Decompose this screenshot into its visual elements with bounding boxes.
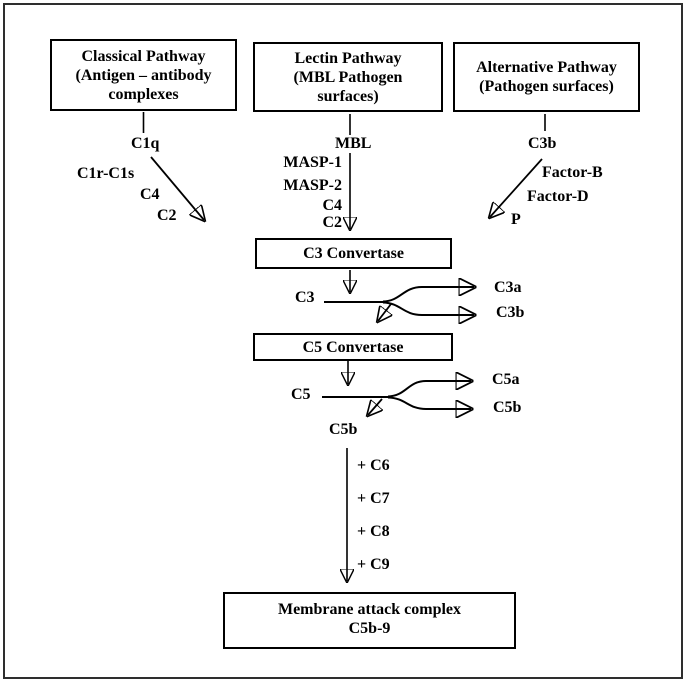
classical-pathway-title: Classical Pathway [81, 47, 206, 65]
label-factor-d: Factor-D [527, 188, 589, 205]
alternative-pathway-subtitle: (Pathogen surfaces) [479, 78, 614, 95]
label-c3b-product: C3b [496, 304, 525, 321]
c5-convertase-box: C5 Convertase [253, 333, 453, 361]
label-c5a: C5a [492, 371, 520, 388]
lectin-pathway-subtitle-2: surfaces) [317, 87, 379, 105]
c5-convertase-label: C5 Convertase [302, 338, 404, 356]
label-c5: C5 [291, 386, 311, 403]
label-masp-2: MASP-2 [283, 177, 342, 194]
label-alt-c3b: C3b [528, 135, 557, 152]
c3-convertase-box: C3 Convertase [255, 238, 452, 269]
lectin-pathway-title: Lectin Pathway [294, 49, 402, 67]
label-c5b-product: C5b [493, 399, 522, 416]
classical-pathway-subtitle-1: (Antigen – antibody [75, 66, 212, 84]
label-mbl: MBL [333, 135, 374, 153]
label-lectin-c4: C4 [322, 197, 342, 214]
label-classical-c4: C4 [140, 186, 160, 203]
alternative-pathway-box: Alternative Pathway (Pathogen surfaces) [453, 42, 640, 112]
label-plus-c8: + C8 [357, 523, 390, 540]
label-properdin: P [511, 211, 521, 228]
label-c3a: C3a [494, 279, 522, 296]
outer-frame [3, 3, 683, 679]
label-c5b-fragment: C5b [329, 421, 358, 438]
label-masp-1: MASP-1 [283, 154, 342, 171]
label-c1q: C1q [131, 135, 160, 152]
label-lectin-c2: C2 [322, 214, 342, 231]
label-factor-b: Factor-B [542, 164, 603, 181]
label-c1r-c1s: C1r-C1s [77, 165, 135, 182]
label-plus-c6: + C6 [357, 457, 390, 474]
lectin-pathway-box: Lectin Pathway (MBL Pathogen surfaces) [253, 42, 443, 112]
classical-pathway-box: Classical Pathway (Antigen – antibody co… [50, 39, 237, 111]
membrane-attack-complex-box: Membrane attack complex C5b-9 [223, 592, 516, 649]
alternative-pathway-title: Alternative Pathway [476, 59, 617, 76]
label-c3: C3 [295, 289, 315, 306]
mac-subtitle: C5b-9 [348, 620, 391, 637]
lectin-pathway-subtitle-1: (MBL Pathogen [293, 68, 403, 86]
label-plus-c7: + C7 [357, 490, 390, 507]
label-classical-c2: C2 [157, 207, 177, 224]
c3-convertase-label: C3 Convertase [303, 245, 404, 262]
label-plus-c9: + C9 [357, 556, 390, 573]
mac-title: Membrane attack complex [277, 601, 462, 618]
classical-pathway-subtitle-2: complexes [108, 85, 179, 103]
